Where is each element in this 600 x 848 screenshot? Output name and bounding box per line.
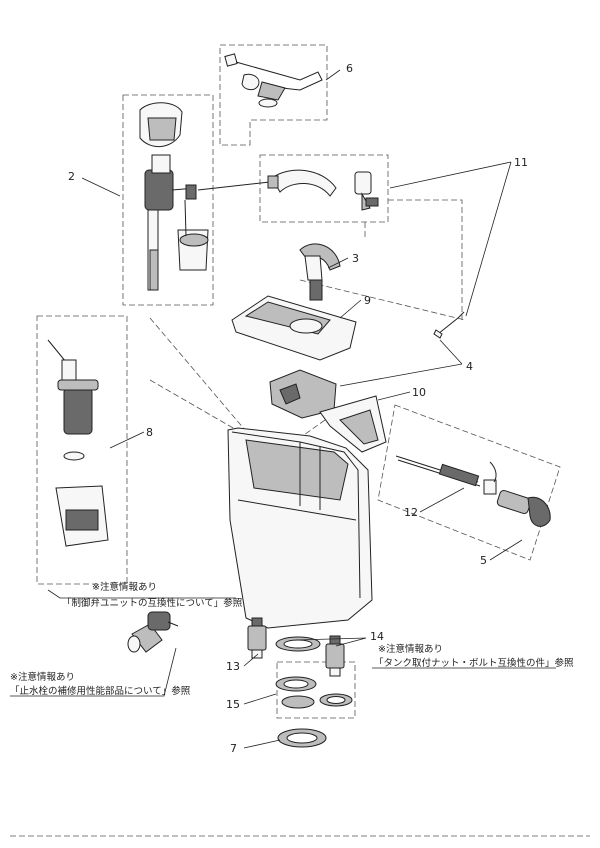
note-tank-nut-line2: 「タンク取付ナット・ボルト互換性の件」参照 [374,657,574,669]
callout-4: 4 [466,360,473,373]
part-4-refill-pipe [437,311,465,335]
group-boxes [36,44,561,719]
leader-lines [10,69,556,749]
group-box-15 [276,661,356,719]
part-14-tank-bolt [325,635,345,677]
note-control-unit-line2: 「制御弁ユニットの互換性について」参照 [62,597,243,609]
note-tank-nut-line1: ※注意情報あり [378,643,443,655]
callout-15: 15 [226,698,240,711]
part-14-washer [275,636,321,652]
part-10-lever-bracket [269,369,387,453]
callout-10: 10 [412,386,426,399]
group-box-11 [259,154,389,223]
group-box-2 [122,94,214,306]
note-control-unit-line1: ※注意情報あり [92,581,157,593]
callout-5: 5 [480,554,487,567]
callout-3: 3 [352,252,359,265]
stop-valve [127,611,179,653]
callout-labels: 6 2 11 3 9 4 10 8 12 5 14 13 15 7 [68,62,528,755]
note-stop-valve: ※注意情報あり 「止水栓の補修用性能部品について」参照 [10,671,191,697]
part-7-gasket [277,728,327,748]
refill-tube-line [197,181,271,191]
callout-11: 11 [514,156,528,169]
tank-guide-lines [149,199,466,446]
part-5-handle [496,489,551,527]
callout-13: 13 [226,660,240,673]
callout-7: 7 [230,742,237,755]
part-11-refill-hose [267,169,379,211]
part-3-spout [299,243,341,301]
tank-body [227,427,373,629]
callout-6: 6 [346,62,353,75]
group-box-5 [377,404,561,561]
callout-2: 2 [68,170,75,183]
part-15-gaskets [275,676,353,709]
part-12-push-rod [395,455,497,495]
part-13-tank-bolt [247,617,267,659]
callout-12: 12 [404,506,418,519]
part-8-diaphragm-assembly [47,339,109,547]
callout-14: 14 [370,630,384,643]
part-6-lever-arm [224,53,323,108]
part-9-lid-insert [231,295,357,361]
note-stop-valve-line2: 「止水栓の補修用性能部品について」参照 [10,685,191,697]
group-box-8 [36,315,128,585]
note-stop-valve-line1: ※注意情報あり [10,671,75,683]
callout-9: 9 [364,294,371,307]
part-2-fill-valve [139,102,209,291]
part-4-refill-pipe-end [433,329,443,339]
note-control-unit: ※注意情報あり 「制御弁ユニットの互換性について」参照 [62,581,243,609]
note-tank-nut: ※注意情報あり 「タンク取付ナット・ボルト互換性の件」参照 [374,643,574,669]
callout-8: 8 [146,426,153,439]
